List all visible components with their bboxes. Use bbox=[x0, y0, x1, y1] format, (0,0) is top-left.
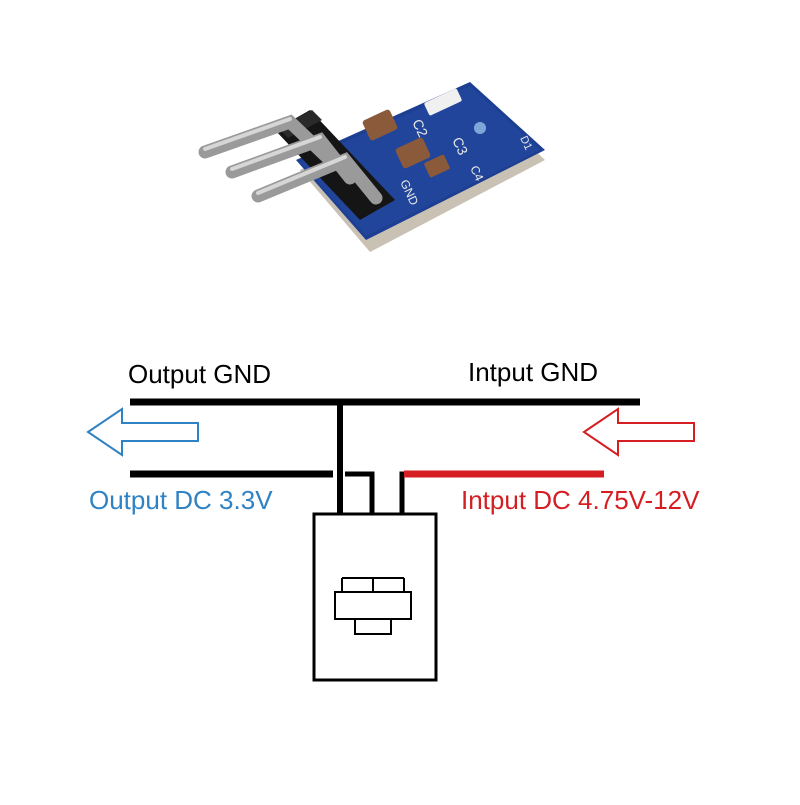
regulator-module-box bbox=[312, 512, 438, 682]
input-dc-label: Intput DC 4.75V-12V bbox=[461, 485, 700, 515]
resistor bbox=[424, 88, 462, 116]
output-dc-label: Output DC 3.3V bbox=[89, 485, 273, 515]
silk-d1: D1 bbox=[517, 134, 534, 152]
input-arrow-icon bbox=[582, 407, 695, 457]
regulator-icon bbox=[334, 577, 412, 635]
input-pin-wire bbox=[399, 471, 408, 514]
capacitor-c2 bbox=[362, 109, 398, 141]
capacitor-c4 bbox=[424, 154, 450, 178]
module-photo: C2 C3 C4 GND D1 bbox=[198, 82, 545, 252]
output-arrow-icon bbox=[86, 407, 199, 457]
capacitor-c3 bbox=[395, 137, 431, 169]
silk-c3: C3 bbox=[449, 135, 471, 158]
header-pins bbox=[198, 114, 383, 205]
input-gnd-label: Intput GND bbox=[468, 357, 599, 387]
silk-c2: C2 bbox=[409, 117, 431, 140]
output-gnd-label: Output GND bbox=[128, 359, 272, 389]
output-pin-wire bbox=[345, 471, 375, 514]
led-d1 bbox=[474, 122, 486, 134]
silk-c4: C4 bbox=[467, 163, 486, 183]
